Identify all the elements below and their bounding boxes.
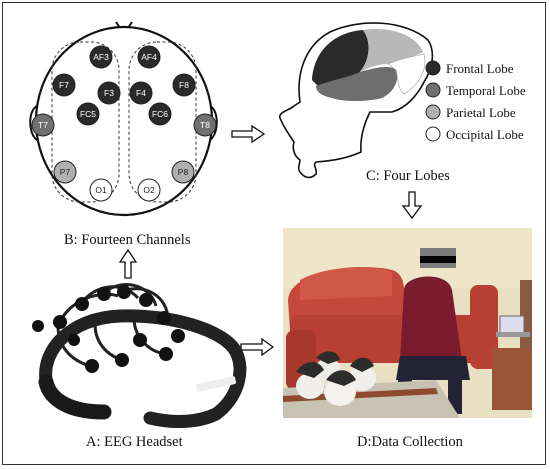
electrode-p7: P7 [53,160,77,184]
caption-fourteen-channels: B: Fourteen Channels [64,232,191,248]
arrow-down [401,191,423,220]
electrode-p8: P8 [171,160,195,184]
electrode-t7: T7 [31,113,55,137]
arrow-right-bottom [240,337,275,357]
electrode-label: P7 [60,167,71,177]
legend-swatch-3 [425,126,441,142]
electrode-label: FC5 [80,109,96,119]
electrode-f4: F4 [129,81,153,105]
legend-swatch-2 [425,104,441,120]
legend-label-occipital: Occipital Lobe [446,127,524,142]
legend-label-frontal: Frontal Lobe [446,61,514,76]
caption-four-lobes: C: Four Lobes [366,168,450,184]
legend-swatch-0 [425,60,441,76]
electrode-af4: AF4 [137,45,161,69]
arrow-right-top [231,124,266,144]
arrow-up [118,248,138,279]
electrode-fc5: FC5 [76,102,100,126]
electrode-label: F8 [179,80,189,90]
brain-lobes-illustration [279,22,434,179]
electrode-label: AF4 [141,52,157,62]
electrode-f7: F7 [52,73,76,97]
legend-label-temporal: Temporal Lobe [446,83,526,98]
electrode-label: P8 [178,167,189,177]
electrode-label: F4 [136,88,146,98]
electrode-label: T8 [200,120,210,130]
legend-swatch-1 [425,82,441,98]
eeg-headset-photo [32,283,247,428]
data-collection-photo [283,228,532,418]
electrode-f3: F3 [97,81,121,105]
electrode-label: O2 [143,185,155,195]
electrode-label: F7 [59,80,69,90]
caption-eeg-headset: A: EEG Headset [86,434,183,450]
legend-label-parietal: Parietal Lobe [446,105,516,120]
electrode-af3: AF3 [89,45,113,69]
electrode-o1: O1 [89,178,113,202]
electrode-fc6: FC6 [148,102,172,126]
electrode-label: O1 [95,185,107,195]
electrode-label: FC6 [152,109,168,119]
electrode-o2: O2 [137,178,161,202]
figure-frame [2,2,546,465]
electrode-label: T7 [38,120,48,130]
electrode-f8: F8 [172,73,196,97]
caption-data-collection: D:Data Collection [357,434,463,450]
electrode-label: F3 [104,88,114,98]
electrode-t8: T8 [193,113,217,137]
electrode-label: AF3 [93,52,109,62]
